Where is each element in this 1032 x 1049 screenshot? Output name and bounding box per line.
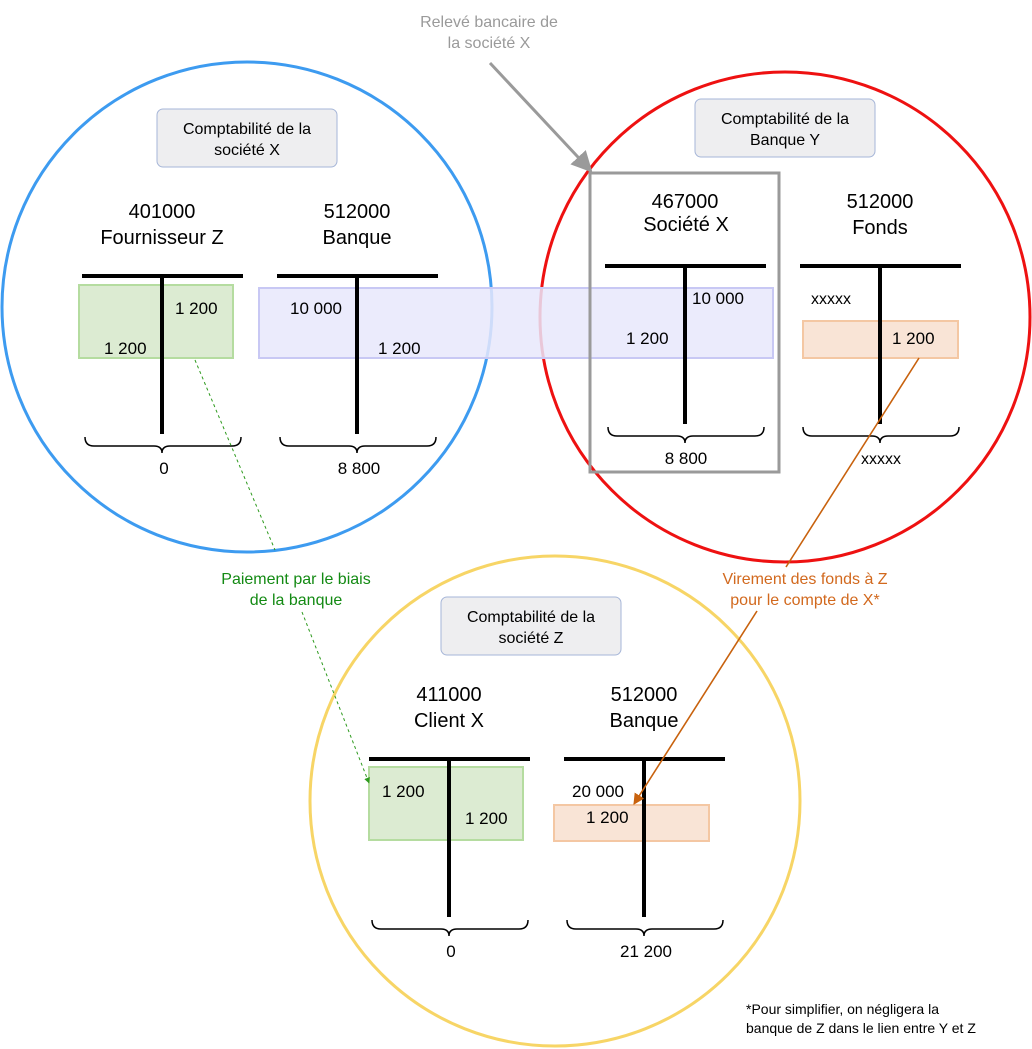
- bank-x-credit-amount: 1 200: [378, 339, 421, 358]
- bank-y-title-box: [694, 98, 876, 158]
- company-z-title-line2: société Z: [499, 630, 564, 647]
- bank-y-client-account-name: Société X: [643, 214, 729, 236]
- bank-x-total: 8 800: [338, 459, 381, 478]
- supplier-account-name: Fournisseur Z: [100, 227, 223, 249]
- bank-y-funds-credit-amount: 1 200: [892, 329, 935, 348]
- bank-y-client-credit-amount: 10 000: [692, 289, 744, 308]
- supplier-credit-amount: 1 200: [175, 299, 218, 318]
- supplier-total: 0: [159, 459, 168, 478]
- bank-statement-box: [588, 171, 781, 474]
- bank-x-account-number: 512000: [324, 201, 391, 223]
- bank-y-client-total-brace: [607, 426, 765, 444]
- purple-highlight-bank-link: [258, 287, 774, 359]
- bank-z-account-number: 512000: [611, 684, 678, 706]
- payment-arrow: [194, 359, 369, 783]
- bank-y-title-line2: Banque Y: [750, 132, 820, 149]
- client-x-account-name: Client X: [414, 710, 484, 732]
- supplier-total-brace: [84, 436, 242, 454]
- bank-z-debit-amount-2: 1 200: [586, 808, 629, 827]
- company-z-title-box: [440, 596, 622, 656]
- bank-y-funds-account-number: 512000: [847, 191, 914, 213]
- payment-label-line2: de la banque: [250, 592, 343, 609]
- company-x-title-line1: Comptabilité de la: [183, 121, 311, 138]
- bank-y-title-line1: Comptabilité de la: [721, 111, 849, 128]
- green-highlight-supplier: [78, 284, 234, 359]
- transfer-arrow: [634, 357, 920, 804]
- bank-y-funds-account-name: Fonds: [852, 217, 908, 239]
- transfer-label-line1: Virement des fonds à Z: [722, 571, 887, 588]
- company-z-circle: [308, 554, 802, 1048]
- client-x-total-brace: [371, 919, 529, 937]
- company-z-title-line1: Comptabilité de la: [467, 609, 595, 626]
- payment-label-line1: Paiement par le biais: [221, 571, 370, 588]
- orange-highlight-bank-z: [553, 804, 710, 842]
- bank-z-account-name: Banque: [610, 710, 679, 732]
- bank-z-total: 21 200: [620, 942, 672, 961]
- bank-y-funds-total-brace: [802, 426, 960, 444]
- client-x-account-number: 411000: [416, 684, 481, 706]
- bank-y-client-account-number: 467000: [652, 191, 719, 213]
- bank-z-total-brace: [566, 919, 724, 937]
- supplier-debit-amount: 1 200: [104, 339, 147, 358]
- client-x-total: 0: [446, 942, 455, 961]
- statement-label-line2: la société X: [448, 35, 531, 52]
- transfer-label-line2: pour le compte de X*: [730, 592, 879, 609]
- footnote-line1: *Pour simplifier, on négligera la: [746, 1001, 939, 1017]
- bank-x-account-name: Banque: [323, 227, 392, 249]
- statement-arrow: [488, 61, 593, 173]
- statement-label-line1: Relevé bancaire de: [420, 14, 558, 31]
- client-x-credit-amount: 1 200: [465, 809, 508, 828]
- bank-y-funds-debit-amount: xxxxx: [811, 291, 851, 308]
- bank-y-client-debit-amount: 1 200: [626, 329, 669, 348]
- green-highlight-client-x: [368, 766, 524, 841]
- supplier-account-number: 401000: [129, 201, 196, 223]
- footnote-line2: banque de Z dans le lien entre Y et Z: [746, 1020, 976, 1036]
- company-x-title-line2: société X: [214, 142, 280, 159]
- bank-y-funds-total: xxxxx: [861, 451, 901, 468]
- bank-z-debit-amount-1: 20 000: [572, 782, 624, 801]
- bank-x-total-brace: [279, 436, 437, 454]
- client-x-debit-amount: 1 200: [382, 782, 425, 801]
- company-x-title-box: [156, 108, 338, 168]
- bank-y-client-total: 8 800: [665, 449, 708, 468]
- bank-x-debit-amount: 10 000: [290, 299, 342, 318]
